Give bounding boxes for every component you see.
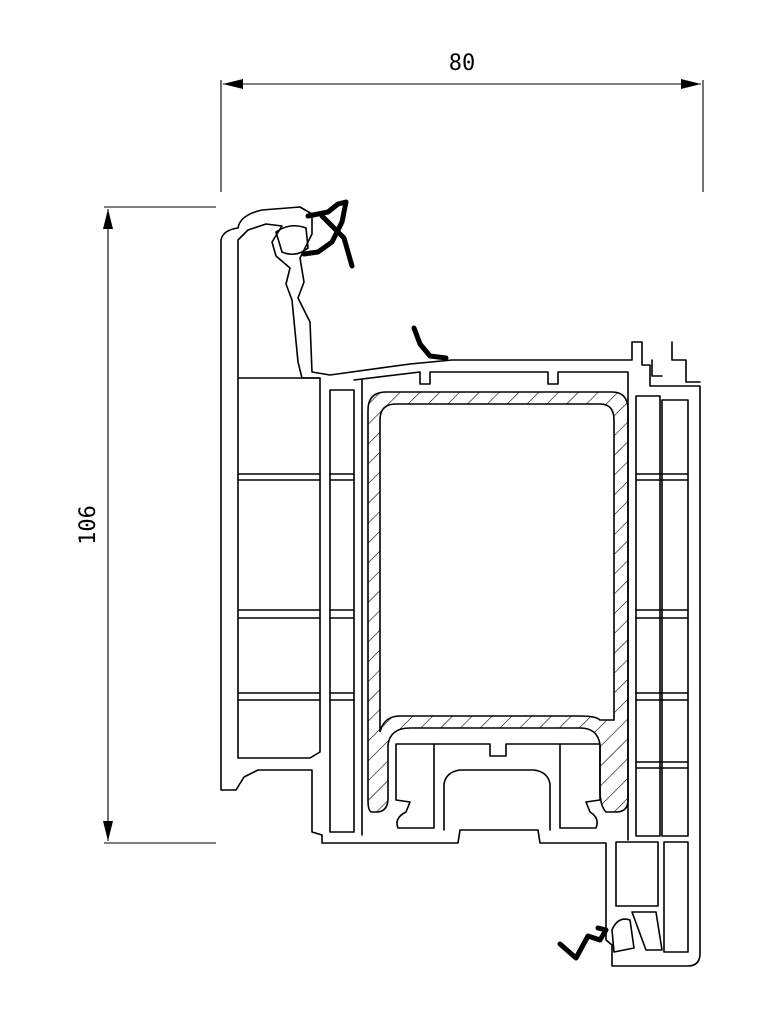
bottom-region: [395, 743, 601, 831]
frame-hook-inner: [651, 359, 663, 377]
gasket-groove-upper: [275, 224, 309, 256]
sash-inner-contour: [237, 223, 321, 759]
arrowhead-right-icon: [681, 79, 701, 89]
frame-lower-chamber-small: [631, 911, 663, 951]
glazing-gasket-icon: [411, 325, 449, 361]
dimension-width: 80: [220, 51, 704, 192]
bottom-right-chamber: [559, 743, 601, 829]
arrowhead-bottom-icon: [103, 821, 113, 841]
dimension-height-label: 106: [76, 505, 101, 545]
gaskets: [301, 199, 609, 961]
bottom-web: [433, 743, 561, 757]
sash-profile: [220, 206, 701, 967]
steel-reinforcement: [367, 391, 629, 813]
frame-hook: [671, 341, 701, 383]
arrowhead-left-icon: [223, 79, 243, 89]
bottom-left-chamber: [395, 743, 435, 829]
reinforcement-hatched-section: [367, 391, 629, 813]
upper-gasket-icon: [301, 199, 349, 257]
frame-lower-chamber: [615, 841, 659, 907]
center-channel: [443, 769, 551, 831]
sash-column: [329, 389, 355, 833]
sash-outer-contour: [220, 206, 701, 967]
sash-top-web: [353, 371, 629, 841]
arrowhead-top-icon: [103, 209, 113, 229]
frame-profile-right: [611, 341, 701, 953]
upper-gasket-lip-icon: [319, 213, 355, 269]
frame-lower-chamber: [663, 841, 689, 953]
frame-column-outer: [661, 399, 689, 837]
gasket-groove-lower: [611, 918, 635, 953]
frame-column-inner: [635, 395, 661, 837]
dimension-width-label: 80: [449, 51, 476, 76]
lower-gasket-icon: [557, 925, 609, 961]
dimension-height: 106: [76, 206, 216, 844]
